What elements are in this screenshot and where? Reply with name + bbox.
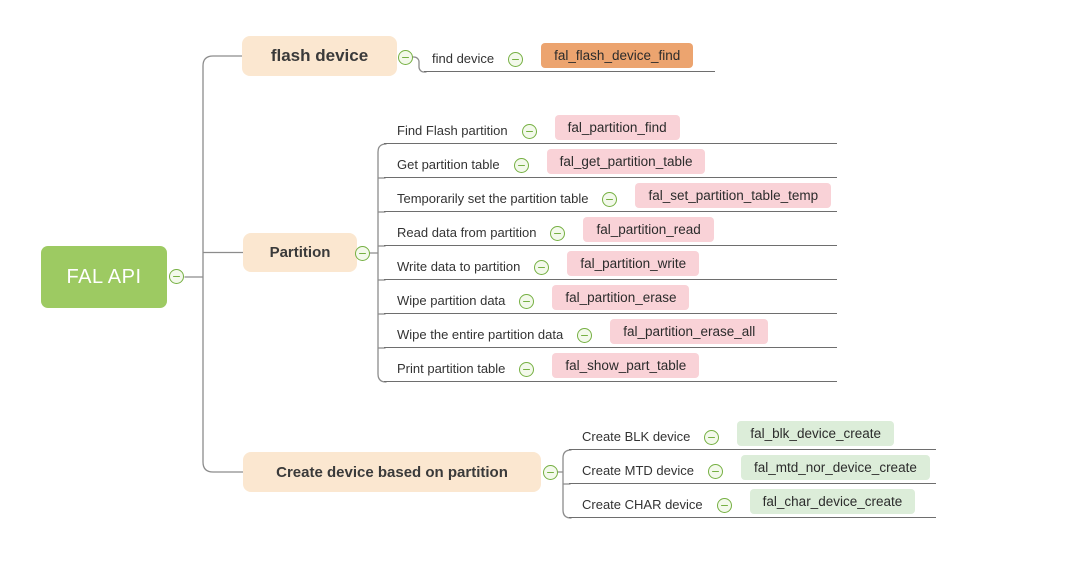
branch-node-create-device[interactable]: Create device based on partition (243, 452, 541, 492)
root-node-fal-api[interactable]: FAL API (41, 246, 167, 308)
collapse-minus-icon[interactable] (513, 158, 529, 173)
collapse-minus-icon[interactable] (707, 464, 723, 479)
minus-bar (523, 368, 531, 371)
collapse-minus-icon[interactable] (398, 50, 413, 65)
root-branch-connectors (184, 55, 244, 473)
child-node-label[interactable]: Print partition table (397, 361, 506, 376)
child-node-label[interactable]: find device (432, 51, 495, 66)
collapse-minus-icon[interactable] (716, 498, 732, 513)
child-row: Get partition table fal_get_partition_ta… (384, 144, 838, 178)
minus-bar (720, 504, 728, 507)
minus-bar (581, 334, 589, 337)
child-node-label[interactable]: Write data to partition (397, 259, 521, 274)
collapse-minus-icon[interactable] (169, 269, 184, 284)
function-node[interactable]: fal_mtd_nor_device_create (740, 455, 930, 480)
child-row: Write data to partition fal_partition_wr… (384, 246, 838, 280)
function-node[interactable]: fal_partition_erase (552, 285, 690, 310)
child-node-label[interactable]: Find Flash partition (397, 123, 508, 138)
minus-bar (547, 471, 554, 474)
child-row: Create CHAR device fal_char_device_creat… (569, 484, 936, 518)
collapse-minus-icon[interactable] (577, 328, 593, 343)
collapse-minus-icon[interactable] (550, 226, 566, 241)
minus-bar (525, 130, 533, 133)
child-row: Find Flash partition fal_partition_find (384, 110, 838, 144)
collapse-minus-icon[interactable] (704, 430, 720, 445)
minus-bar (512, 58, 520, 61)
child-row: Wipe partition data fal_partition_erase (384, 280, 838, 314)
minus-bar (359, 252, 366, 255)
collapse-minus-icon[interactable] (521, 124, 537, 139)
function-node[interactable]: fal_set_partition_table_temp (635, 183, 832, 208)
function-node[interactable]: fal_show_part_table (552, 353, 700, 378)
child-row: Create BLK device fal_blk_device_create (569, 416, 936, 450)
partition-children: Find Flash partition fal_partition_find … (384, 110, 838, 382)
collapse-minus-icon[interactable] (355, 246, 370, 261)
collapse-minus-icon[interactable] (534, 260, 550, 275)
function-node[interactable]: fal_partition_write (567, 251, 700, 276)
child-node-label[interactable]: Create MTD device (582, 463, 694, 478)
child-node-label[interactable]: Create CHAR device (582, 497, 703, 512)
branch-node-partition[interactable]: Partition (243, 233, 357, 272)
collapse-minus-icon[interactable] (519, 294, 535, 309)
minus-bar (711, 470, 719, 473)
function-node[interactable]: fal_partition_find (554, 115, 680, 140)
collapse-minus-icon[interactable] (519, 362, 535, 377)
child-node-label[interactable]: Wipe partition data (397, 293, 506, 308)
branch-node-flash-device[interactable]: flash device (242, 36, 397, 76)
child-node-label[interactable]: Create BLK device (582, 429, 691, 444)
child-row: Temporarily set the partition table fal_… (384, 178, 838, 212)
function-node[interactable]: fal_flash_device_find (541, 43, 694, 68)
minus-bar (606, 198, 614, 201)
child-node-label[interactable]: Get partition table (397, 157, 500, 172)
create-device-children: Create BLK device fal_blk_device_create … (569, 416, 936, 518)
function-node[interactable]: fal_get_partition_table (546, 149, 706, 174)
child-row: Create MTD device fal_mtd_nor_device_cre… (569, 450, 936, 484)
minus-bar (523, 300, 531, 303)
function-node[interactable]: fal_char_device_create (749, 489, 916, 514)
child-node-label[interactable]: Wipe the entire partition data (397, 327, 564, 342)
minus-bar (517, 164, 525, 167)
function-node[interactable]: fal_partition_erase_all (610, 319, 769, 344)
child-row: Read data from partition fal_partition_r… (384, 212, 838, 246)
function-node[interactable]: fal_partition_read (583, 217, 714, 242)
function-node[interactable]: fal_blk_device_create (737, 421, 894, 446)
child-row: find device fal_flash_device_find (424, 38, 716, 72)
minus-bar (402, 56, 409, 59)
child-row: Print partition table fal_show_part_tabl… (384, 348, 838, 382)
collapse-minus-icon[interactable] (508, 52, 524, 67)
child-node-label[interactable]: Temporarily set the partition table (397, 191, 589, 206)
minus-bar (554, 232, 562, 235)
flash-device-children: find device fal_flash_device_find (424, 38, 716, 72)
collapse-minus-icon[interactable] (602, 192, 618, 207)
child-row: Wipe the entire partition data fal_parti… (384, 314, 838, 348)
minus-bar (708, 436, 716, 439)
collapse-minus-icon[interactable] (543, 465, 558, 480)
minus-bar (538, 266, 546, 269)
minus-bar (173, 275, 180, 278)
child-node-label[interactable]: Read data from partition (397, 225, 537, 240)
